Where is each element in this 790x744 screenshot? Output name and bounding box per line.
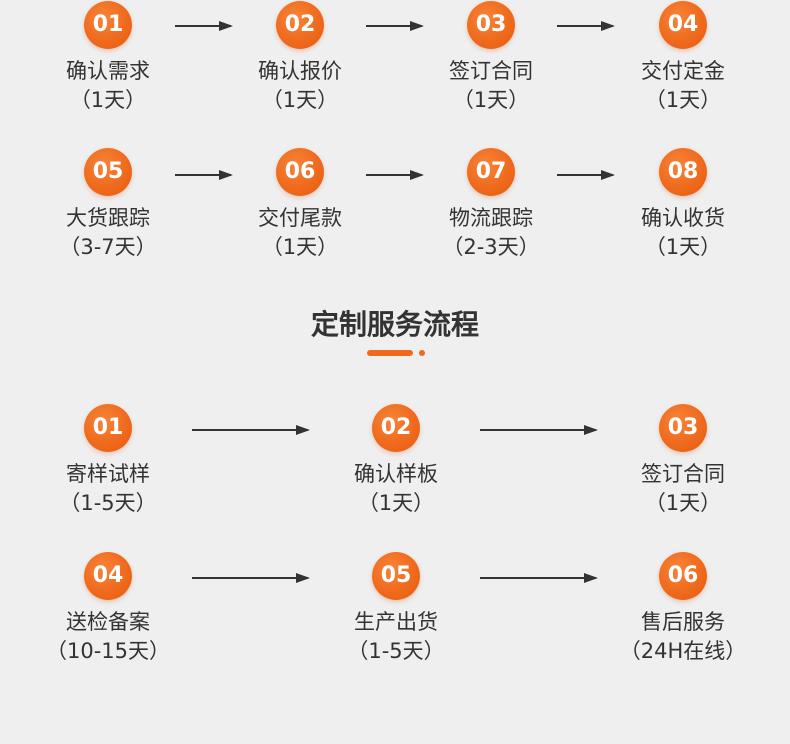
step-label: 签订合同 xyxy=(449,59,533,83)
step-duration: （24H在线） xyxy=(619,639,747,663)
step-number-badge: 06 xyxy=(276,148,324,196)
step-number-badge: 05 xyxy=(372,552,420,600)
step-label: 确认报价 xyxy=(258,59,342,83)
flow-step-06: 06 交付尾款 （1天） xyxy=(230,148,370,262)
arrow-right-icon xyxy=(557,21,615,31)
custom-step-01: 01 寄样试样 （1-5天） xyxy=(38,404,178,518)
step-duration: （2-3天） xyxy=(442,235,540,259)
step-number-badge: 02 xyxy=(276,1,324,49)
step-label: 生产出货 xyxy=(354,610,438,634)
flow-step-04: 04 交付定金 （1天） xyxy=(613,1,753,115)
step-duration: （3-7天） xyxy=(59,235,157,259)
flow-step-01: 01 确认需求 （1天） xyxy=(38,1,178,115)
arrow-right-icon xyxy=(366,21,424,31)
step-duration: （1天） xyxy=(644,235,722,259)
custom-step-03: 03 签订合同 （1天） xyxy=(613,404,753,518)
step-duration: （1天） xyxy=(357,491,435,515)
step-label: 交付定金 xyxy=(641,59,725,83)
step-number-badge: 01 xyxy=(84,1,132,49)
title-underline-dot xyxy=(419,350,425,356)
step-number-badge: 04 xyxy=(659,1,707,49)
custom-step-02: 02 确认样板 （1天） xyxy=(326,404,466,518)
flow-step-07: 07 物流跟踪 （2-3天） xyxy=(421,148,561,262)
title-underline-bar xyxy=(367,350,413,356)
arrow-right-icon xyxy=(175,170,233,180)
custom-step-05: 05 生产出货 （1-5天） xyxy=(326,552,466,666)
step-label: 签订合同 xyxy=(641,462,725,486)
step-number-badge: 08 xyxy=(659,148,707,196)
arrow-right-icon xyxy=(480,425,598,435)
step-label: 确认需求 xyxy=(66,59,150,83)
step-duration: （1天） xyxy=(69,88,147,112)
step-duration: （1天） xyxy=(261,235,339,259)
flow-step-05: 05 大货跟踪 （3-7天） xyxy=(38,148,178,262)
step-label: 交付尾款 xyxy=(258,206,342,230)
step-label: 确认样板 xyxy=(354,462,438,486)
step-number-badge: 01 xyxy=(84,404,132,452)
step-duration: （1天） xyxy=(452,88,530,112)
step-label: 大货跟踪 xyxy=(66,206,150,230)
flow-step-08: 08 确认收货 （1天） xyxy=(613,148,753,262)
step-duration: （1天） xyxy=(261,88,339,112)
step-number-badge: 05 xyxy=(84,148,132,196)
arrow-right-icon xyxy=(175,21,233,31)
step-label: 寄样试样 xyxy=(66,462,150,486)
step-label: 送检备案 xyxy=(66,610,150,634)
arrow-right-icon xyxy=(366,170,424,180)
step-duration: （10-15天） xyxy=(45,639,171,663)
step-number-badge: 04 xyxy=(84,552,132,600)
step-duration: （1天） xyxy=(644,88,722,112)
step-number-badge: 02 xyxy=(372,404,420,452)
custom-step-04: 04 送检备案 （10-15天） xyxy=(38,552,178,666)
step-duration: （1-5天） xyxy=(347,639,445,663)
step-duration: （1-5天） xyxy=(59,491,157,515)
step-number-badge: 07 xyxy=(467,148,515,196)
section-title: 定制服务流程 xyxy=(310,308,479,341)
flow-step-02: 02 确认报价 （1天） xyxy=(230,1,370,115)
arrow-right-icon xyxy=(557,170,615,180)
flow-step-03: 03 签订合同 （1天） xyxy=(421,1,561,115)
custom-step-06: 06 售后服务 （24H在线） xyxy=(613,552,753,666)
step-duration: （1天） xyxy=(644,491,722,515)
step-label: 售后服务 xyxy=(641,610,725,634)
arrow-right-icon xyxy=(192,425,310,435)
step-label: 确认收货 xyxy=(641,206,725,230)
step-number-badge: 03 xyxy=(467,1,515,49)
step-number-badge: 06 xyxy=(659,552,707,600)
step-number-badge: 03 xyxy=(659,404,707,452)
step-label: 物流跟踪 xyxy=(449,206,533,230)
arrow-right-icon xyxy=(480,573,598,583)
arrow-right-icon xyxy=(192,573,310,583)
